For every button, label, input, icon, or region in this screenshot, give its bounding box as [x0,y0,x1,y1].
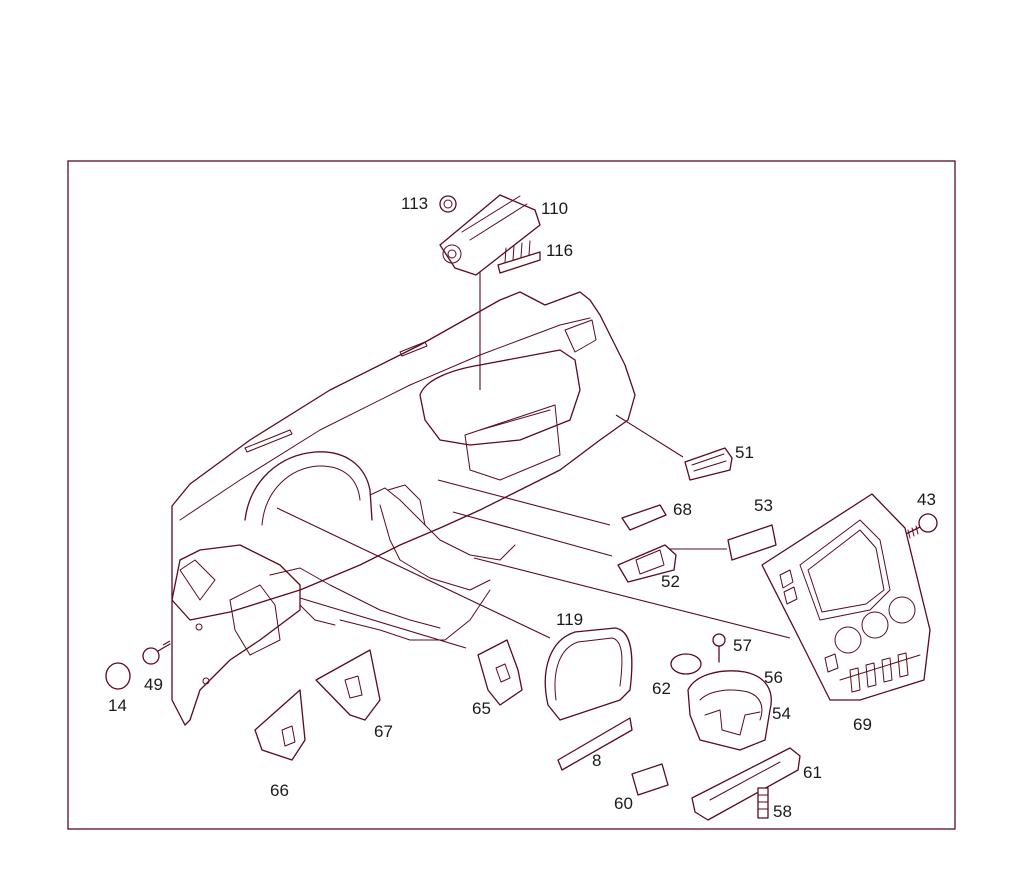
label-66: 66 [270,781,289,800]
part-119-cluster-housing [544,627,633,721]
label-60: 60 [614,794,633,813]
label-69: 69 [853,715,872,734]
label-43: 43 [917,490,936,509]
label-68: 68 [673,500,692,519]
label-62: 62 [652,679,671,698]
label-67: 67 [374,722,393,741]
label-54: 54 [772,704,791,723]
label-58: 58 [773,802,792,821]
label-56: 56 [764,668,783,687]
part-54-56-switch-housing [687,670,772,751]
part-61-bracket [691,747,801,821]
label-113: 113 [401,194,428,213]
label-61: 61 [803,763,822,782]
label-8: 8 [592,751,601,770]
label-119: 119 [556,610,583,629]
label-51: 51 [735,443,754,462]
part-8-strip [557,717,633,771]
part-113-nut [439,195,457,213]
part-49-screw [142,643,171,665]
part-67-panel [315,649,381,721]
label-65: 65 [472,699,491,718]
part-116-clip-strip [497,240,541,274]
part-110-airbag-module [439,194,541,276]
part-labels: 113 110 116 51 68 53 52 43 119 57 56 54 … [108,194,936,821]
part-62-cap [670,653,702,675]
part-69-center-console-trim [761,493,931,701]
label-52: 52 [661,572,680,591]
label-14: 14 [108,696,127,715]
part-68-switch-blank [621,504,667,531]
label-116: 116 [546,241,573,260]
part-53-cover [727,524,777,561]
part-57-screw [712,633,726,663]
label-53: 53 [754,496,773,515]
part-60-blank [631,763,669,796]
part-58-bolt [757,787,769,819]
part-52-switch-bracket [617,544,677,583]
label-110: 110 [541,199,568,218]
diagram-frame [67,160,956,830]
part-14-cap [105,662,131,690]
dashboard-body [171,291,636,726]
leader-lines [162,263,791,649]
label-57: 57 [733,636,752,655]
part-43-screw [905,513,938,539]
label-49: 49 [144,675,163,694]
part-51-vent-grille [684,447,733,481]
part-66-panel [254,689,306,761]
part-65-trim-cover [477,639,523,706]
